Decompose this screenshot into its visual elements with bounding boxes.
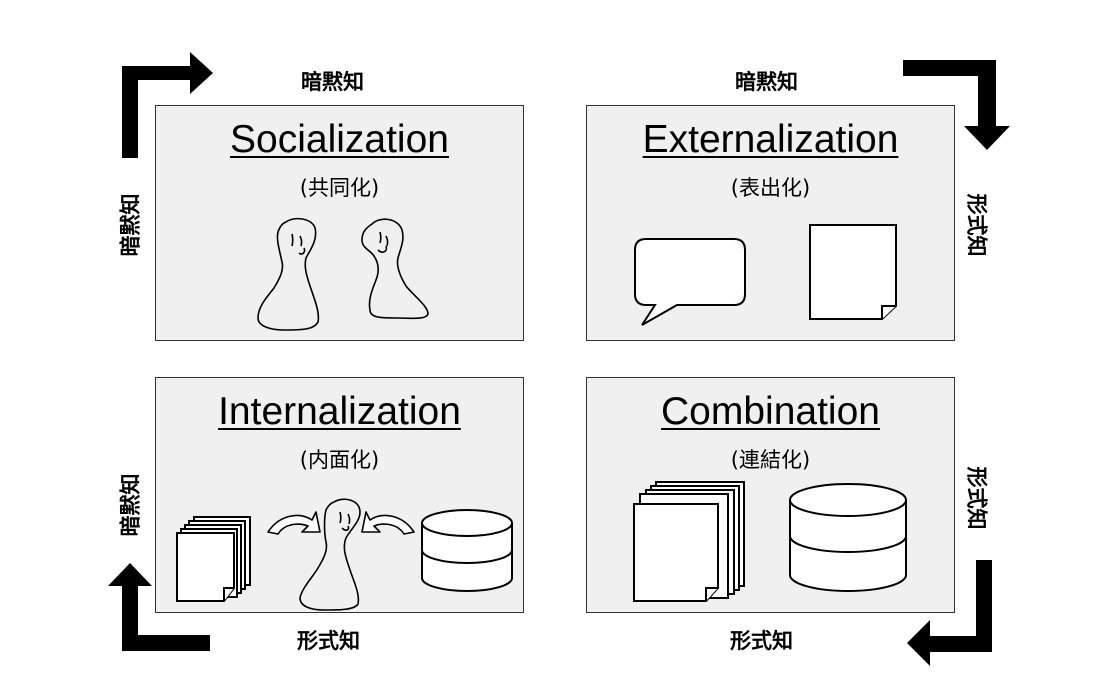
person-icon (257, 217, 320, 331)
panel-socialization: Socialization (共同化) (155, 105, 524, 341)
database-icon (789, 483, 907, 592)
arrow-top-right-icon (903, 60, 1010, 150)
person-icon (299, 498, 361, 611)
arrow-top-left-icon (122, 52, 213, 158)
label-top-left: 暗黙知 (301, 70, 364, 94)
internalization-title: Internalization (218, 390, 461, 433)
externalization-subtitle: (表出化) (730, 176, 811, 200)
internalization-subtitle: (内面化) (299, 448, 380, 472)
person-icon (361, 218, 429, 320)
socialization-title: Socialization (230, 118, 449, 161)
label-bottom-left: 形式知 (297, 629, 360, 653)
combination-title: Combination (661, 390, 880, 433)
arrow-bottom-right-icon (907, 560, 992, 666)
document-stack-icon (176, 516, 251, 602)
label-top-right: 暗黙知 (735, 70, 798, 94)
speech-bubble-icon (634, 238, 746, 326)
curved-arrow-icon (267, 511, 321, 535)
externalization-title: Externalization (642, 118, 899, 161)
database-icon (421, 509, 513, 592)
arrow-bottom-left-icon (108, 563, 210, 651)
document-stack-icon (633, 481, 745, 602)
combination-subtitle: (連結化) (730, 448, 811, 472)
label-bottom-right: 形式知 (730, 629, 793, 653)
curved-arrow-icon (361, 511, 415, 535)
socialization-subtitle: (共同化) (299, 176, 380, 200)
document-icon (809, 224, 897, 320)
